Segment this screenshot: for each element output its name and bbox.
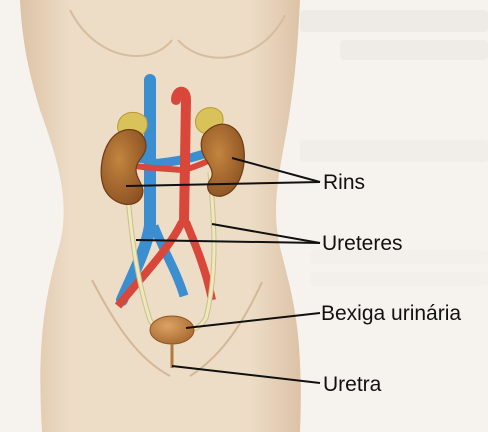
label-kidneys: Rins — [323, 172, 365, 193]
urinary-bladder — [150, 316, 194, 344]
label-urethra: Uretra — [323, 374, 381, 395]
label-bladder: Bexiga urinária — [321, 303, 461, 324]
label-ureters: Ureteres — [322, 233, 403, 254]
torso-silhouette — [20, 0, 301, 432]
